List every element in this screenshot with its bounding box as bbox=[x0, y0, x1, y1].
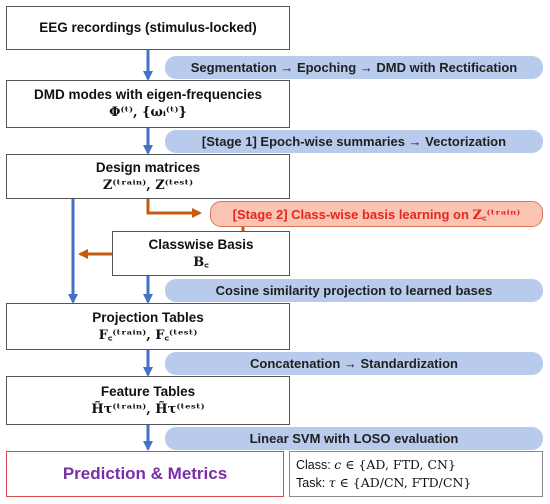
step-segmentation-label: Segmentation → Epoching → DMD with Recti… bbox=[190, 60, 518, 75]
step-cosine-label: Cosine similarity projection to learned … bbox=[215, 283, 493, 298]
legend-class-label: Class: bbox=[296, 458, 335, 472]
legend-task-label: Task: bbox=[296, 476, 329, 490]
step-stage2-label: [Stage 2] Class-wise basis learning on bbox=[232, 206, 469, 222]
node-prediction-metrics: Prediction & Metrics bbox=[6, 451, 284, 497]
node-feature-tables: Feature Tables H̃τ⁽ᵗʳᵃⁱⁿ⁾, H̃τ⁽ᵗᵉˢᵗ⁾ bbox=[6, 376, 290, 425]
step-stage1-label: [Stage 1] Epoch-wise summaries → Vectori… bbox=[201, 134, 507, 149]
node-design-matrices: Design matrices Z⁽ᵗʳᵃⁱⁿ⁾, Z⁽ᵗᵉˢᵗ⁾ bbox=[6, 154, 290, 199]
legend-task-line: Task: τ ∈ {AD/CN, FTD/CN} bbox=[296, 474, 536, 492]
node-eeg-recordings: EEG recordings (stimulus-locked) bbox=[6, 6, 290, 50]
node-feature-math: H̃τ⁽ᵗʳᵃⁱⁿ⁾, H̃τ⁽ᵗᵉˢᵗ⁾ bbox=[91, 401, 205, 417]
step-stage1: [Stage 1] Epoch-wise summaries → Vectori… bbox=[165, 130, 543, 153]
step-stage2-math: Z꜀⁽ᵗʳᵃⁱⁿ⁾ bbox=[472, 208, 521, 223]
class-task-legend: Class: c ∈ {AD, FTD, CN} Task: τ ∈ {AD/C… bbox=[289, 451, 543, 497]
node-basis-title: Classwise Basis bbox=[148, 236, 254, 252]
step-concat-label: Concatenation → Standardization bbox=[249, 356, 458, 371]
node-projection-title: Projection Tables bbox=[92, 309, 204, 325]
node-projection-tables: Projection Tables F꜀⁽ᵗʳᵃⁱⁿ⁾, F꜀⁽ᵗᵉˢᵗ⁾ bbox=[6, 303, 290, 350]
node-eeg-label: EEG recordings (stimulus-locked) bbox=[39, 20, 257, 35]
step-svm: Linear SVM with LOSO evaluation bbox=[165, 427, 543, 450]
node-projection-math: F꜀⁽ᵗʳᵃⁱⁿ⁾, F꜀⁽ᵗᵉˢᵗ⁾ bbox=[98, 327, 198, 343]
legend-class-var: c bbox=[334, 457, 342, 472]
step-cosine: Cosine similarity projection to learned … bbox=[165, 279, 543, 302]
legend-class-line: Class: c ∈ {AD, FTD, CN} bbox=[296, 456, 536, 474]
legend-task-set: ∈ {AD/CN, FTD/CN} bbox=[335, 475, 472, 490]
node-classwise-basis: Classwise Basis B꜀ bbox=[112, 231, 290, 276]
node-design-title: Design matrices bbox=[95, 159, 201, 175]
node-dmd-title: DMD modes with eigen-frequencies bbox=[33, 87, 263, 102]
arrow-design-to-stage2 bbox=[146, 199, 202, 218]
node-prediction-label: Prediction & Metrics bbox=[62, 464, 228, 483]
node-design-math: Z⁽ᵗʳᵃⁱⁿ⁾, Z⁽ᵗᵉˢᵗ⁾ bbox=[102, 177, 194, 193]
node-dmd-modes: DMD modes with eigen-frequencies Φ⁽ᵗ⁾, {… bbox=[6, 80, 290, 128]
node-dmd-math: Φ⁽ᵗ⁾, {ωᵢ⁽ᵗ⁾} bbox=[109, 105, 187, 120]
step-segmentation: Segmentation → Epoching → DMD with Recti… bbox=[165, 56, 543, 79]
legend-task-var: τ bbox=[328, 475, 336, 490]
node-feature-title: Feature Tables bbox=[100, 383, 196, 399]
step-stage2: [Stage 2] Class-wise basis learning on Z… bbox=[210, 201, 543, 227]
legend-class-set: ∈ {AD, FTD, CN} bbox=[341, 457, 456, 472]
step-concat: Concatenation → Standardization bbox=[165, 352, 543, 375]
step-svm-label: Linear SVM with LOSO evaluation bbox=[249, 431, 459, 446]
node-basis-math: B꜀ bbox=[193, 254, 209, 270]
